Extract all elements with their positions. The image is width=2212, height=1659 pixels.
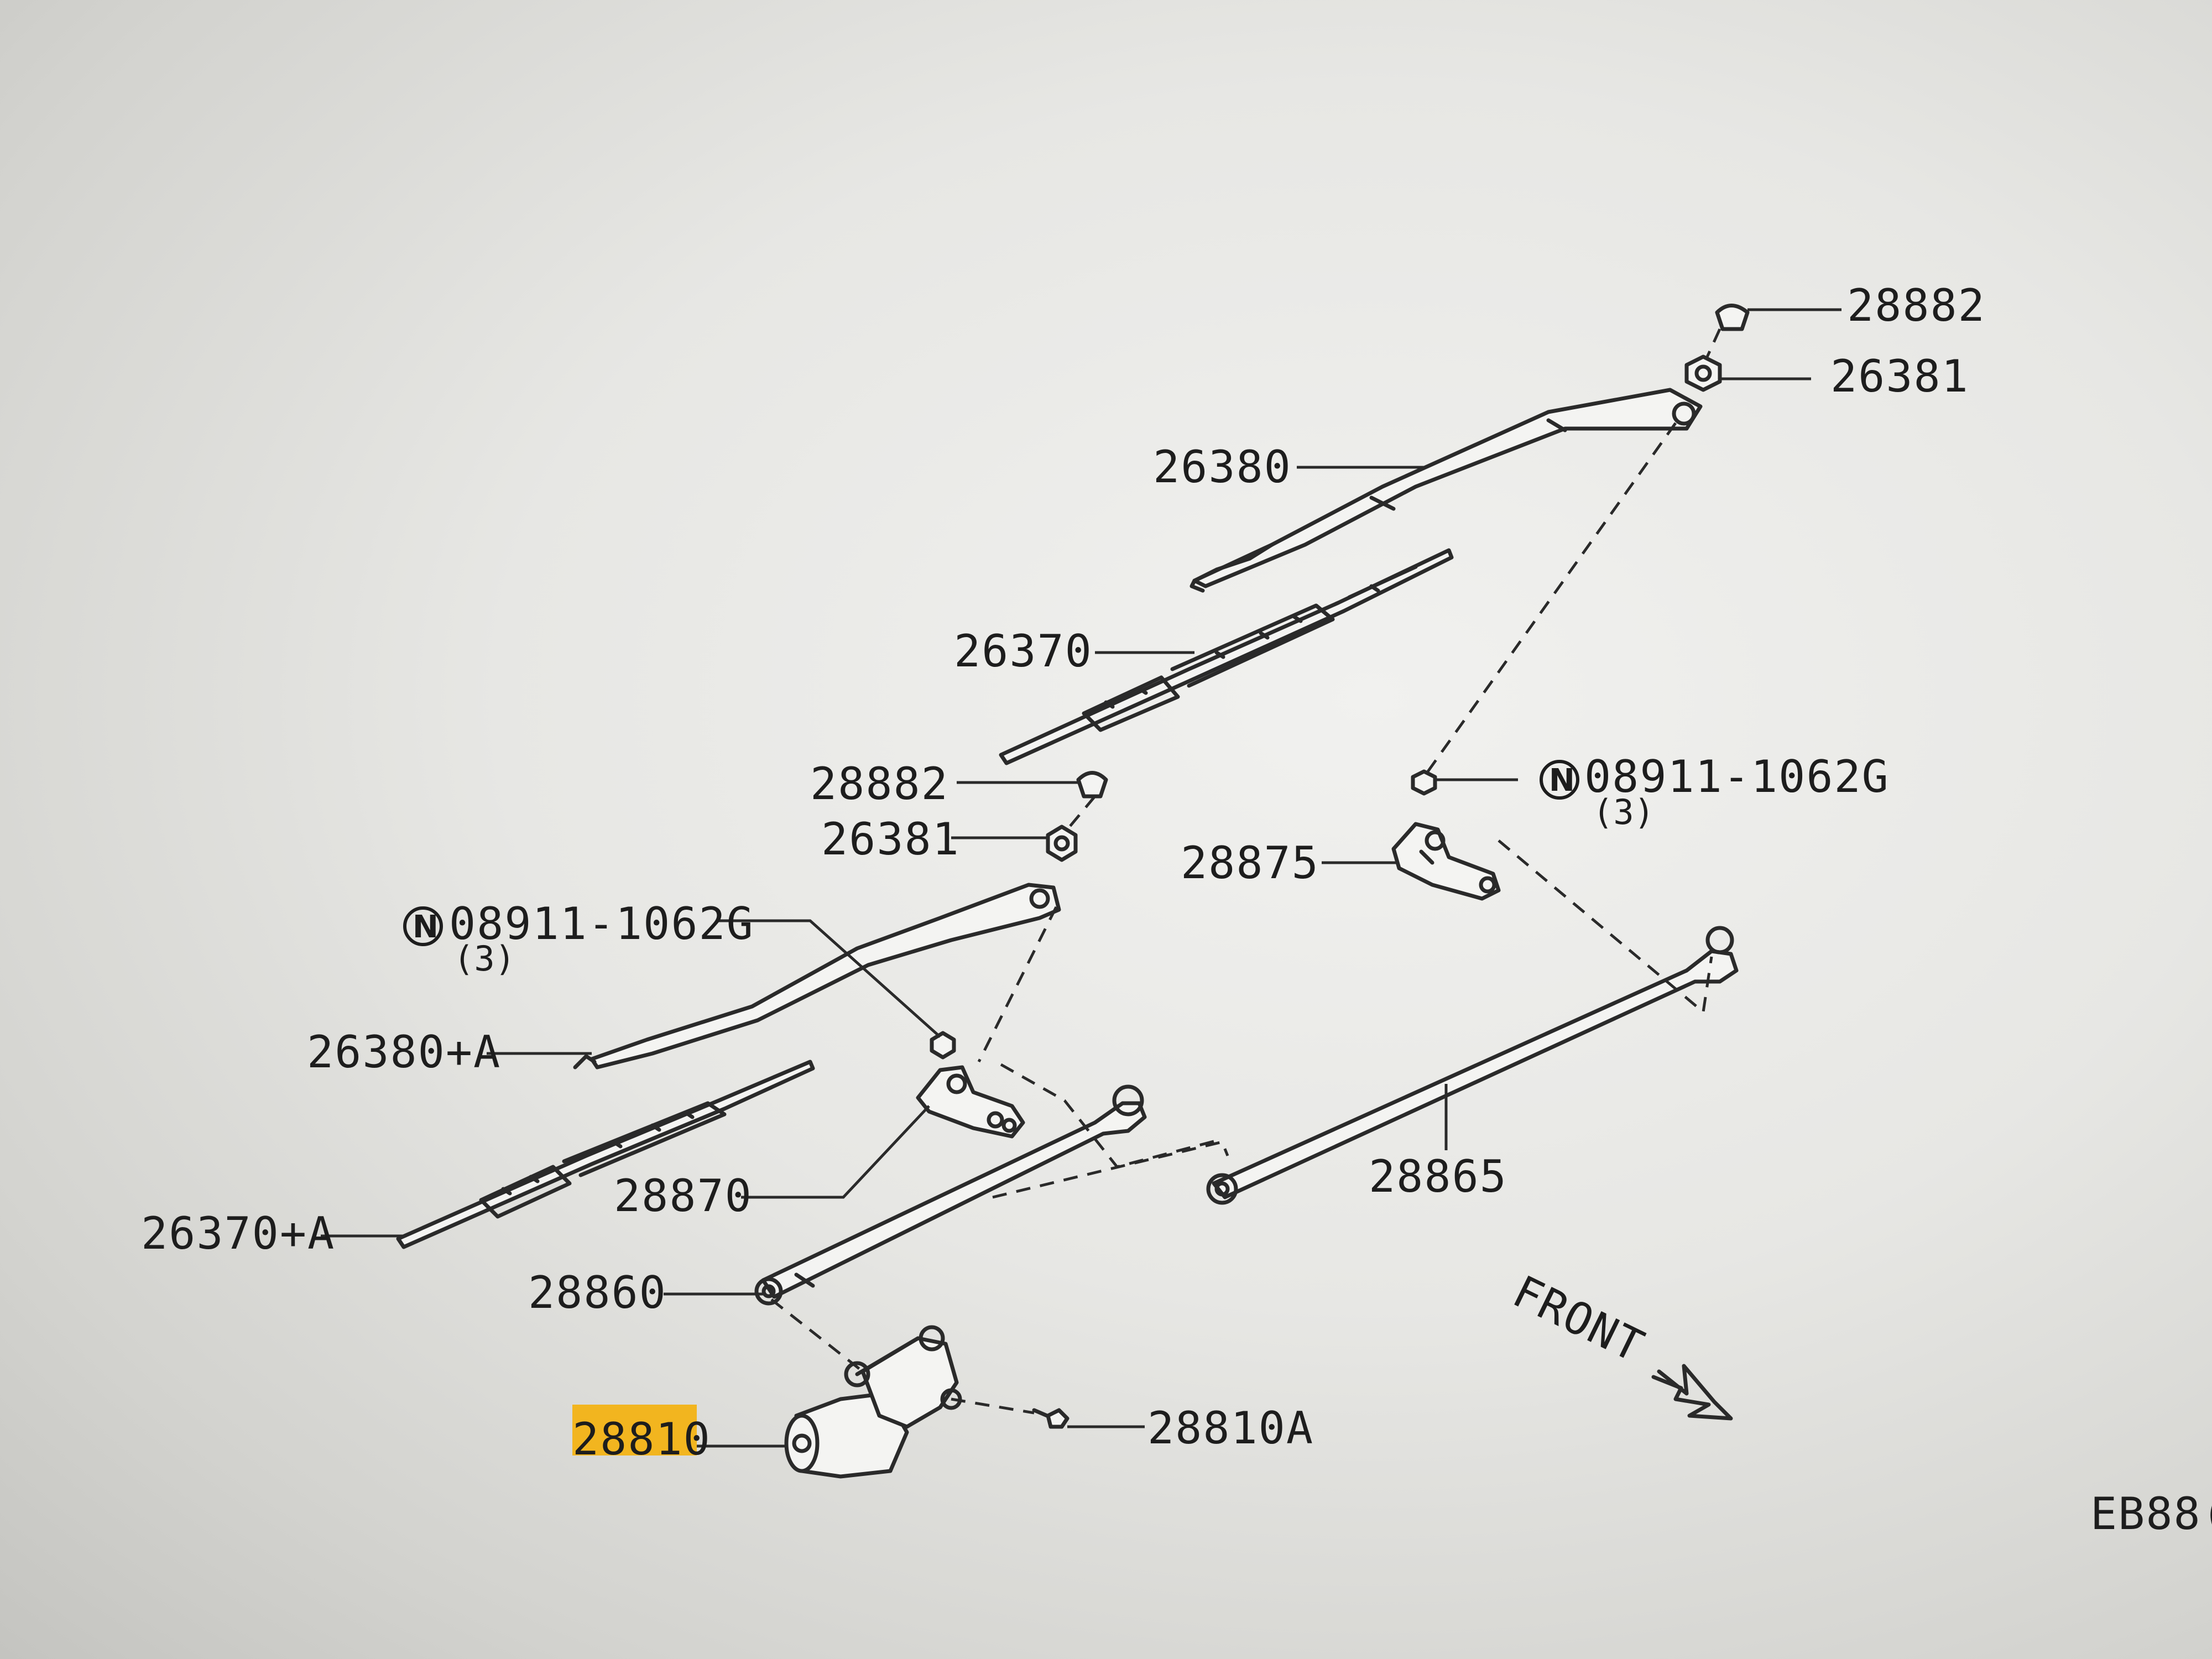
label-arm-lower: 26380+A (307, 1026, 501, 1078)
wiper-blade-upper[interactable] (999, 548, 1454, 765)
svg-text:N: N (1549, 763, 1575, 799)
pivot-right[interactable] (1391, 822, 1501, 901)
label-motor-bolt: 28810A (1147, 1402, 1314, 1454)
motor-bolt[interactable] (1032, 1408, 1070, 1429)
label-drawing-code: EB88( (2090, 1488, 2212, 1540)
link-left[interactable] (754, 1084, 1147, 1306)
wiper-arm-lower[interactable] (573, 883, 1061, 1070)
label-cap-upper: 28882 (1847, 280, 1986, 331)
label-arm-upper: 26380 (1153, 441, 1292, 493)
wiper-arm-upper[interactable] (1190, 388, 1703, 593)
label-front: FRONT (1505, 1265, 1652, 1373)
label-motor: 28810 (572, 1413, 711, 1465)
motor-label-highlight (572, 1405, 697, 1455)
label-link-right: 28865 (1369, 1151, 1507, 1202)
label-bolt-right-qty: (3) (1593, 792, 1655, 832)
label-blade-upper: 26370 (954, 625, 1093, 677)
n-symbol-left: N (403, 906, 443, 946)
label-cap-lower: 28882 (810, 758, 949, 810)
assembly-lines (770, 328, 1721, 1415)
leader-lines (321, 308, 1841, 1448)
wiper-motor[interactable] (784, 1325, 962, 1479)
nut-lower[interactable] (1046, 825, 1078, 862)
label-link-left: 28860 (528, 1267, 667, 1318)
bolt-right[interactable] (1411, 769, 1437, 796)
front-indicator: FRONT (1505, 1265, 1652, 1373)
n-symbol-right: N (1540, 760, 1579, 800)
cap-upper[interactable] (1715, 304, 1750, 331)
label-bolt-left: 08911-1062G (449, 898, 754, 950)
svg-text:N: N (413, 909, 439, 945)
wiper-blade-lower[interactable] (396, 1060, 815, 1249)
nut-upper[interactable] (1684, 354, 1722, 392)
cap-lower[interactable] (1076, 771, 1108, 799)
label-blade-lower: 26370+A (141, 1208, 335, 1259)
label-bolt-right: 08911-1062G (1584, 751, 1890, 802)
link-right[interactable] (1206, 926, 1739, 1205)
front-arrow-icon (1651, 1364, 1733, 1421)
label-pivot-left: 28870 (614, 1170, 753, 1222)
pivot-left[interactable] (916, 1065, 1025, 1139)
bolt-left[interactable] (930, 1031, 956, 1060)
label-pivot-right: 28875 (1181, 837, 1319, 889)
label-nut-lower: 26381 (821, 813, 960, 865)
label-bolt-left-qty: (3) (453, 938, 515, 979)
label-nut-upper: 26381 (1830, 351, 1969, 402)
